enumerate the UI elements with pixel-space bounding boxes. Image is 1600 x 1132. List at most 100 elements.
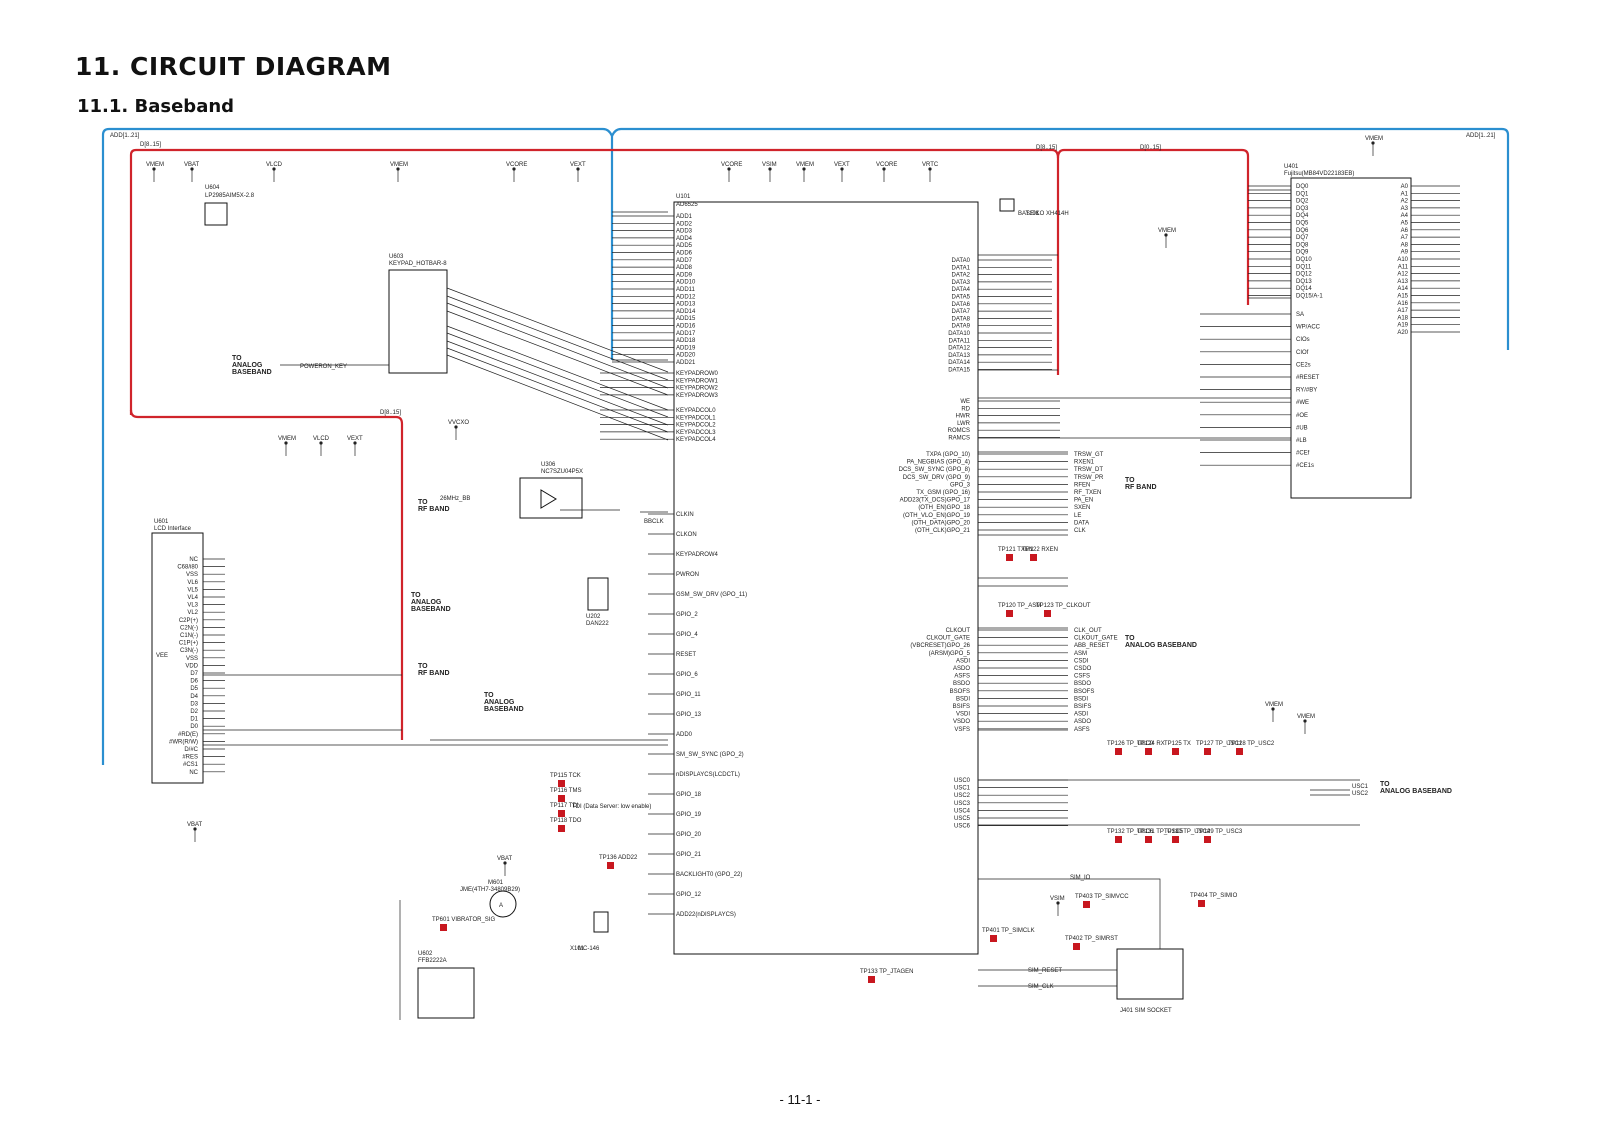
section-label-analog_baseband_1: BASEBAND <box>232 369 272 376</box>
analog-net-label: ABB_RESET <box>1074 643 1110 649</box>
section-label-analog_baseband_1: TO <box>232 355 242 362</box>
u401-part: Fujitsu(MB84VD22183EB) <box>1284 171 1354 177</box>
pin-label: #UB <box>1296 425 1308 431</box>
pin-label: USC6 <box>954 824 971 830</box>
pin-label: ADD19 <box>676 345 696 351</box>
pin-label: DATA9 <box>952 324 971 330</box>
pin-label: DQ3 <box>1296 206 1309 212</box>
rf-net-label: RF_TXEN <box>1074 490 1101 496</box>
pin-label: KEYPADROW3 <box>676 393 719 399</box>
pin-label: RESET <box>676 652 696 658</box>
pin-label: #RESET <box>1296 375 1320 381</box>
pin-label: C2N(-) <box>180 625 198 631</box>
test-point-label: TP124 RX <box>1137 741 1165 747</box>
pin-label: USC0 <box>954 778 971 784</box>
pin-label: A10 <box>1397 257 1408 263</box>
power-net-label: VCORE <box>506 162 527 168</box>
pin-label: DQ6 <box>1296 228 1309 234</box>
pin-label: BSIFS <box>953 704 970 710</box>
pin-label: USC3 <box>954 801 971 807</box>
bus-label-data-3: D[0..15] <box>1140 145 1161 151</box>
clock-net: 26MHz_BB <box>440 496 470 502</box>
pin-label: DQ2 <box>1296 199 1309 205</box>
pin-label: DQ7 <box>1296 235 1309 241</box>
pin-label: RAMCS <box>948 436 970 442</box>
test-point-marker <box>1083 901 1090 908</box>
pin-label: A3 <box>1401 206 1409 212</box>
pin-label: A0 <box>1401 184 1409 190</box>
pin-label: GPIO_21 <box>676 852 702 858</box>
pin-label: BACKLIGHT0 (GPO_22) <box>676 872 742 878</box>
bat101-battery: BAT101 SEIKO XH414H <box>999 198 1069 217</box>
pin-label: TX_GSM (GPO_16) <box>916 490 970 496</box>
pin-label: (OTH_VLO_EN)GPO_19 <box>903 513 971 519</box>
test-point-marker <box>1044 610 1051 617</box>
rf-net-label: CLK <box>1074 528 1086 534</box>
pin-label: TXPA (GPO_10) <box>926 452 970 458</box>
test-point-label: TP130 TP_USC4 <box>1164 829 1211 835</box>
analog-net-label: CLK_OUT <box>1074 628 1102 634</box>
pin-label: DQ15/A-1 <box>1296 294 1323 300</box>
u101-analog-pins: CLKOUTCLKOUT_GATE(VBCRESET)GPO_26(ARSM)G… <box>910 628 1117 733</box>
test-point-marker <box>1236 748 1243 755</box>
u101-keypad-pins: KEYPADROW0KEYPADROW1KEYPADROW2KEYPADROW3… <box>600 371 719 443</box>
pin-label: CLKOUT_GATE <box>926 636 970 642</box>
bus-label-address-right: ADD[1..21] <box>1466 133 1496 139</box>
pin-label: ROMCS <box>948 428 970 434</box>
pin-label: CLKIN <box>676 512 694 518</box>
pin-label: VL2 <box>187 610 198 616</box>
section-label-rf_band_3: RF BAND <box>1125 484 1157 491</box>
pin-label: ADD2 <box>676 221 693 227</box>
u602-part: FFB2222A <box>418 958 447 964</box>
analog-net-label: CSFS <box>1074 674 1090 680</box>
u101-ref: U101 <box>676 194 691 200</box>
pin-label: DCS_SW_DRV (GPO_9) <box>903 475 970 481</box>
u306-ref: U306 <box>541 462 556 468</box>
power-net-label: VCORE <box>721 162 742 168</box>
pin-label: DQ5 <box>1296 221 1309 227</box>
pin-label: GPIO_11 <box>676 692 701 698</box>
pin-label: GPIO_18 <box>676 792 702 798</box>
test-point-label: TP132 TP_USC6 <box>1107 829 1154 835</box>
pin-label: GPIO_6 <box>676 672 698 678</box>
pin-label: DATA6 <box>952 302 971 308</box>
power-net-label: VMEM <box>390 162 408 168</box>
test-point-label: TP125 TX <box>1164 741 1191 747</box>
pin-label: #OE <box>1296 413 1308 419</box>
pin-label: VSFS <box>954 727 970 733</box>
test-point-label: TP601 VIBRATOR_SIG <box>432 917 495 923</box>
pin-label: BSDO <box>953 681 970 687</box>
pin-label: DATA13 <box>948 353 970 359</box>
pin-label: A7 <box>1401 235 1409 241</box>
power-net-label: VEXT <box>347 436 363 442</box>
pin-label: (OTH_CLK)GPO_21 <box>915 528 971 534</box>
pin-label: (OTH_DATA)GPO_20 <box>912 520 971 526</box>
pin-label: NC <box>189 770 198 776</box>
pin-label: A12 <box>1397 272 1408 278</box>
bus-label-data-1: D[8..15] <box>140 142 161 148</box>
pin-label: VL6 <box>187 580 198 586</box>
test-point-label: TP115 TCK <box>550 773 581 779</box>
pin-label: ASFS <box>954 674 970 680</box>
pin-label: GSM_SW_DRV (GPO_11) <box>676 592 747 598</box>
pin-label: DQ0 <box>1296 184 1309 190</box>
pin-label: A1 <box>1401 191 1409 197</box>
test-point-marker <box>558 825 565 832</box>
rf-net-label: SXEN <box>1074 505 1090 511</box>
power-net-label: VEXT <box>834 162 850 168</box>
pin-label: ADD16 <box>676 324 696 330</box>
pin-label: #RES <box>182 755 198 761</box>
power-net-label: VBAT <box>497 856 513 862</box>
pin-label: DATA7 <box>952 309 971 315</box>
test-point-marker <box>1115 748 1122 755</box>
test-point-label: TP126 TP_USC0 <box>1107 741 1154 747</box>
pin-label: WE <box>960 399 970 405</box>
u306-buffer: U306 NC7SZU04P5X <box>519 462 583 519</box>
test-point-marker <box>1030 554 1037 561</box>
test-point-marker <box>990 935 997 942</box>
rf-net-label: TRSW_PR <box>1074 475 1104 481</box>
power-net-label: VRTC <box>922 162 939 168</box>
